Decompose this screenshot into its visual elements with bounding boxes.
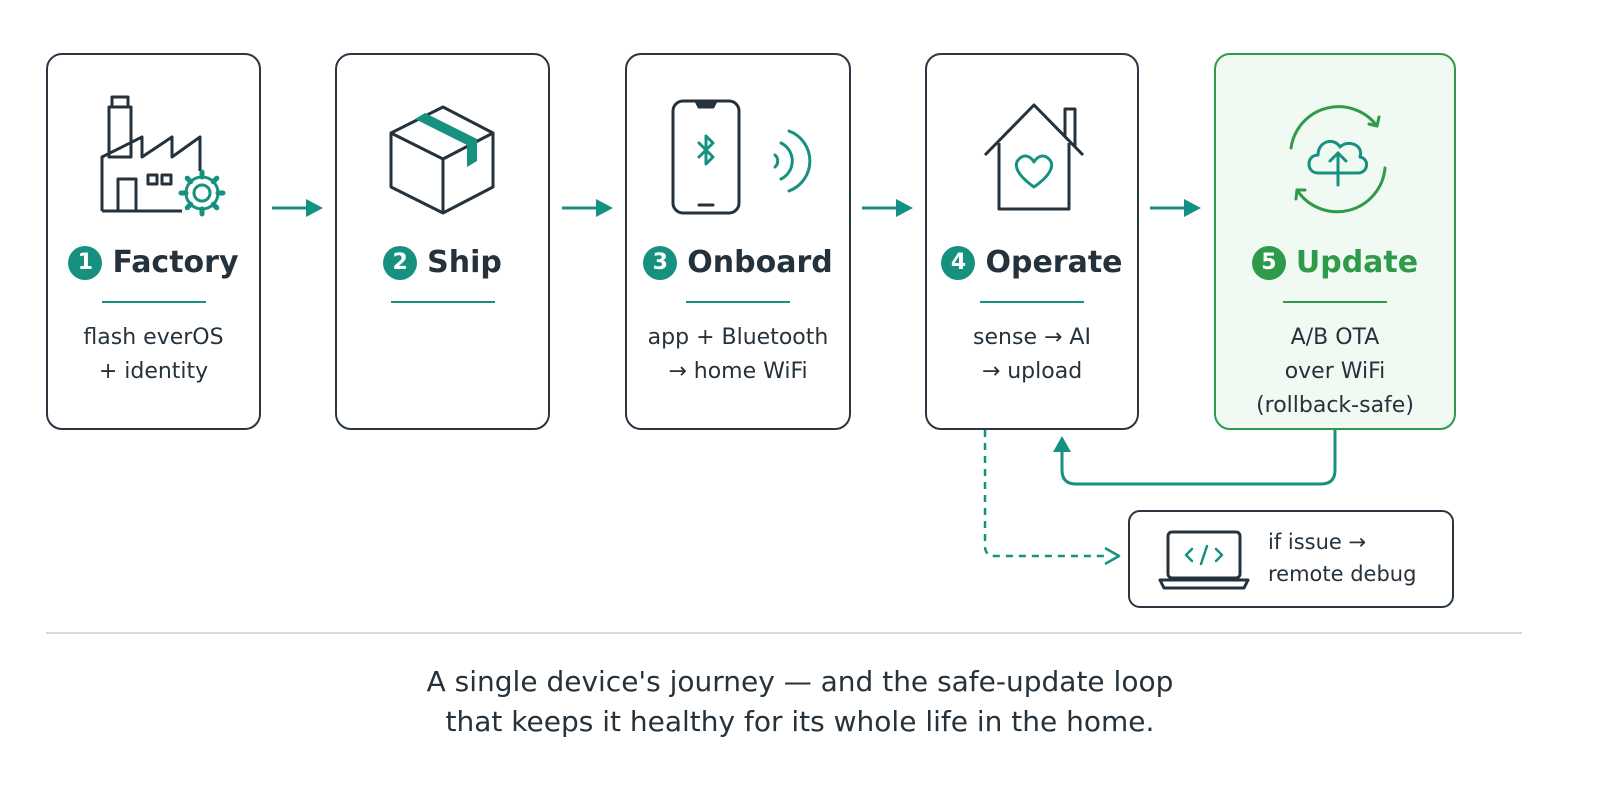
desc-line: sense → AI: [973, 325, 1091, 350]
cloud-upload-sync-icon: [1289, 105, 1387, 214]
step-card-operate: 4 Operate sense → AI → upload: [925, 53, 1139, 430]
debug-dashed-arrow: [983, 430, 1121, 566]
desc-line: over WiFi: [1284, 359, 1386, 384]
debug-line: if issue →: [1268, 530, 1367, 554]
section-divider: [46, 632, 1522, 634]
flow-arrow-3-to-4: [862, 199, 913, 217]
desc-line: → home WiFi: [668, 359, 808, 384]
step-description: app + Bluetooth → home WiFi: [635, 321, 841, 389]
title-underline: [686, 301, 790, 303]
step-title: 2 Ship: [337, 245, 548, 280]
flow-arrow-1-to-2: [272, 199, 323, 217]
desc-line: A/B OTA: [1290, 325, 1380, 350]
desc-line: app + Bluetooth: [647, 325, 829, 350]
step-title: 3 Onboard: [627, 245, 849, 280]
title-underline: [101, 301, 206, 303]
step-number-badge: 3: [643, 245, 678, 280]
step-description: A/B OTA over WiFi (rollback-safe): [1224, 321, 1446, 423]
caption-line: that keeps it healthy for its whole life…: [445, 705, 1155, 738]
step-card-onboard: 3 Onboard app + Bluetooth → home WiFi: [625, 53, 851, 430]
diagram-caption: A single device's journey — and the safe…: [200, 662, 1400, 742]
desc-line: flash everOS: [83, 325, 224, 350]
step-title-text: Ship: [427, 245, 502, 280]
flow-arrow-2-to-3: [562, 199, 613, 217]
step-card-factory: 1 Factory flash everOS + identity: [46, 53, 261, 430]
step-title: 5 Update: [1216, 245, 1454, 280]
flow-arrow-4-to-5: [1150, 199, 1201, 217]
step-title-text: Factory: [112, 245, 239, 280]
desc-line: → upload: [981, 359, 1083, 384]
step-title-text: Update: [1295, 245, 1419, 280]
step-description: flash everOS + identity: [56, 321, 251, 389]
desc-line: (rollback-safe): [1256, 393, 1414, 418]
title-underline: [980, 301, 1084, 303]
home-heart-icon: [983, 103, 1085, 211]
title-underline: [1283, 301, 1387, 303]
step-number-badge: 4: [941, 245, 976, 280]
step-number-badge: 2: [383, 245, 418, 280]
update-loop-arrow: [1053, 430, 1337, 486]
step-card-update: 5 Update A/B OTA over WiFi (rollback-saf…: [1214, 53, 1456, 430]
step-title: 1 Factory: [48, 245, 259, 280]
debug-line: remote debug: [1268, 562, 1417, 586]
desc-line: + identity: [98, 359, 209, 384]
title-underline: [390, 301, 495, 303]
phone-bluetooth-icon: [671, 99, 812, 215]
remote-debug-text: if issue → remote debug: [1268, 526, 1416, 590]
step-card-ship: 2 Ship: [335, 53, 550, 430]
step-number-badge: 5: [1251, 245, 1286, 280]
caption-line: A single device's journey — and the safe…: [426, 665, 1174, 698]
remote-debug-box: if issue → remote debug: [1128, 510, 1454, 608]
step-title: 4 Operate: [927, 245, 1137, 280]
factory-gear-icon: [100, 95, 226, 217]
laptop-code-icon: [1158, 530, 1250, 590]
step-description: sense → AI → upload: [935, 321, 1129, 389]
step-title-text: Operate: [985, 245, 1123, 280]
package-box-icon: [389, 105, 495, 215]
step-title-text: Onboard: [687, 245, 833, 280]
step-number-badge: 1: [68, 245, 103, 280]
